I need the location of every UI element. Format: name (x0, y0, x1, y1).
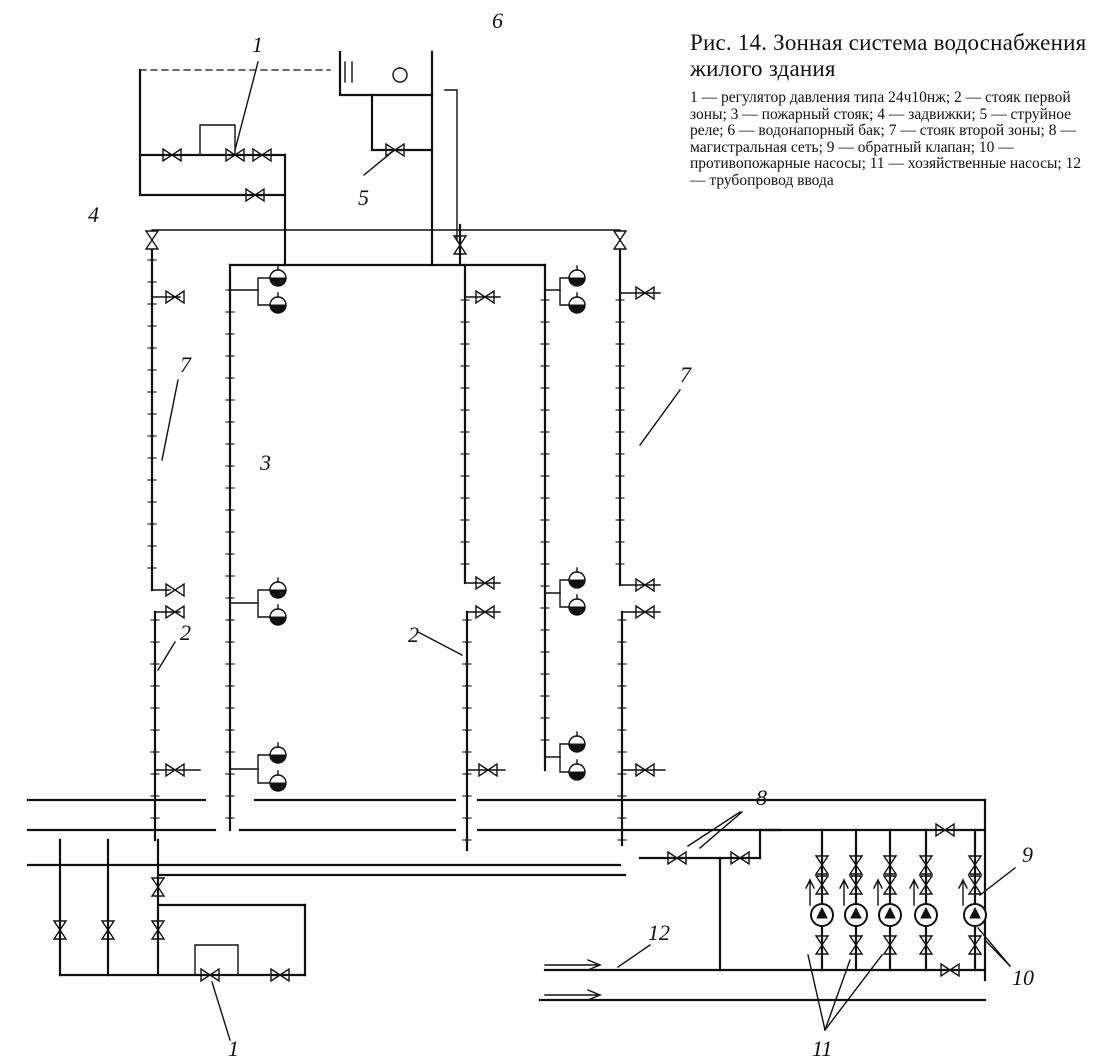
regulator-assembly-top (138, 124, 287, 267)
riser-second-zone-left (145, 230, 185, 597)
riser-ticks (147, 259, 627, 841)
label-1-bottom: 1 (228, 1036, 239, 1061)
label-11: 11 (812, 1036, 832, 1061)
water-tank (338, 50, 458, 267)
leader-lines (157, 61, 1016, 1041)
tank-feed-line (138, 68, 331, 197)
label-1-top: 1 (252, 32, 263, 57)
label-10: 10 (1012, 965, 1034, 990)
label-6: 6 (492, 8, 503, 33)
label-12: 12 (648, 920, 670, 945)
label-3: 3 (259, 450, 271, 475)
main-network (26, 798, 987, 982)
label-7-right: 7 (680, 362, 692, 387)
label-4: 4 (88, 202, 99, 227)
label-5: 5 (358, 185, 369, 210)
figure-caption: Рис. 14. Зонная система водоснабжения жи… (690, 30, 1095, 189)
regulator-assembly-bottom (53, 838, 307, 982)
caption-legend: 1 — регулятор давления типа 24ч10нж; 2 —… (690, 89, 1082, 189)
pump-manifold (538, 823, 987, 1002)
label-9: 9 (1022, 842, 1033, 867)
label-8: 8 (756, 785, 767, 810)
risers-first-zone (153, 605, 666, 852)
label-2-left: 2 (180, 620, 191, 645)
label-7-left: 7 (180, 352, 192, 377)
caption-title: Рис. 14. Зонная система водоснабжения жи… (690, 30, 1087, 81)
fire-standpipe (228, 223, 547, 832)
riser-second-zone-middle (463, 263, 501, 590)
pumps (805, 828, 987, 972)
label-2-middle: 2 (408, 622, 419, 647)
hydrants (229, 265, 586, 792)
inlet-arrows (544, 959, 602, 1001)
riser-second-zone-right (613, 230, 661, 592)
